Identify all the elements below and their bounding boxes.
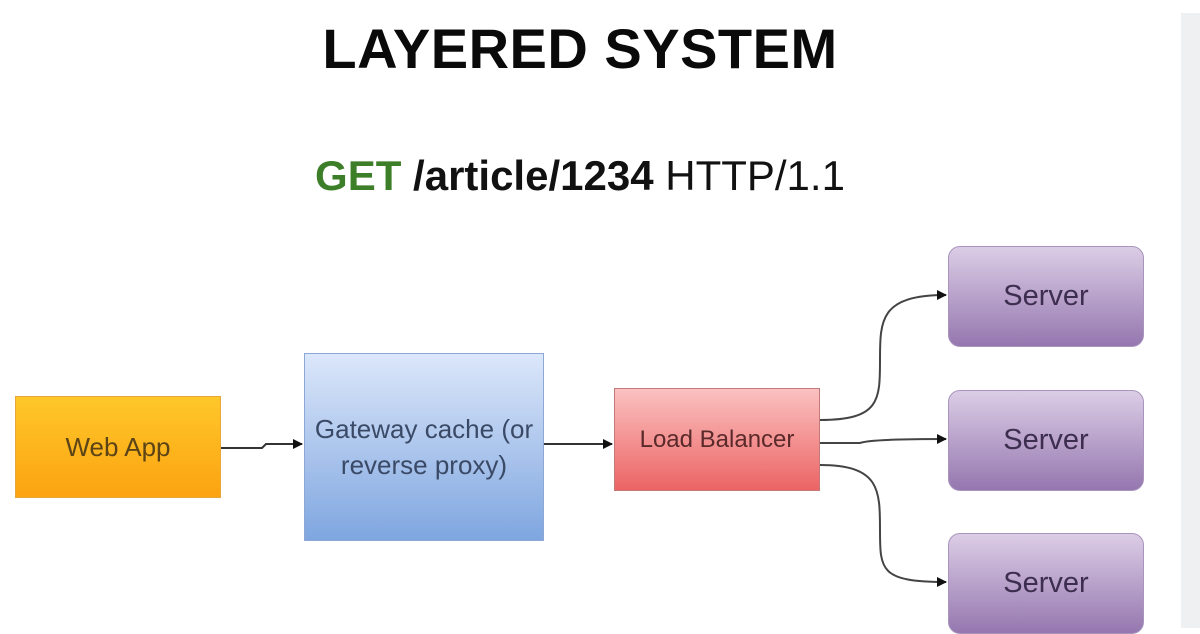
load-balancer-label: Load Balancer (639, 425, 795, 453)
gateway-cache-label: Gateway cache (or reverse proxy) (314, 414, 534, 480)
arrow-lb-to-server-3 (819, 464, 947, 587)
http-protocol: HTTP/1.1 (665, 152, 845, 199)
arrow-webapp-to-gateway (221, 439, 303, 449)
server-label: Server (1003, 567, 1089, 599)
gateway-cache-node: Gateway cache (or reverse proxy) (304, 353, 544, 541)
request-path: /article/1234 (413, 152, 654, 199)
web-app-node: Web App (15, 396, 221, 498)
load-balancer-node: Load Balancer (614, 388, 820, 491)
server-label: Server (1003, 424, 1089, 456)
arrow-lb-to-server-1 (819, 290, 947, 421)
server-node-3: Server (948, 533, 1144, 634)
web-app-label: Web App (65, 431, 171, 462)
arrow-lb-to-server-2 (820, 434, 947, 445)
http-method: GET (315, 152, 402, 199)
side-panel-strip (1181, 13, 1200, 628)
server-node-2: Server (948, 390, 1144, 491)
slide-title: LAYERED SYSTEM (322, 17, 838, 80)
server-node-1: Server (948, 246, 1144, 347)
http-request-line: GET /article/1234 HTTP/1.1 (0, 152, 1160, 200)
server-label: Server (1003, 280, 1089, 312)
